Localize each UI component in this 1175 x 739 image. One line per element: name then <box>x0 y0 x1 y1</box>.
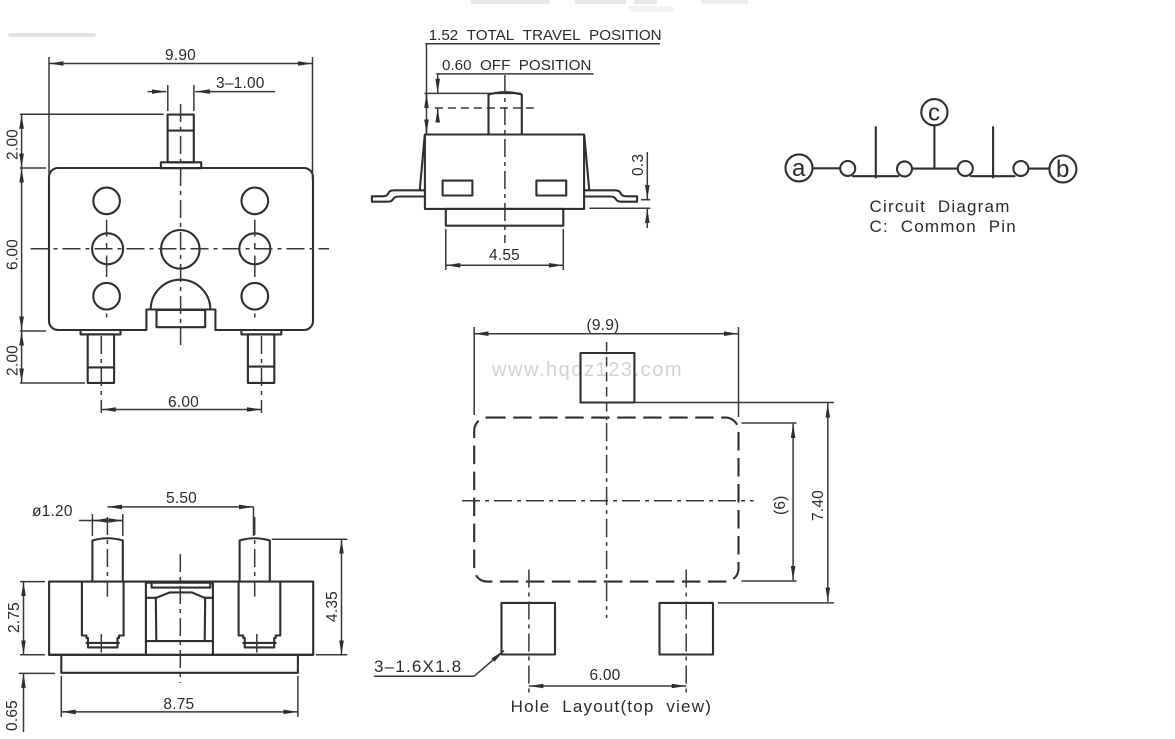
svg-text:5.50: 5.50 <box>166 490 197 507</box>
svg-text:0.60 OFF POSITION: 0.60 OFF POSITION <box>442 57 591 74</box>
svg-text:ø1.20: ø1.20 <box>32 503 73 520</box>
svg-text:C: Common Pin: C: Common Pin <box>870 217 1017 236</box>
svg-text:(6): (6) <box>772 495 789 515</box>
svg-text:Hole Layout(top view): Hole Layout(top view) <box>511 697 712 716</box>
svg-text:0.65: 0.65 <box>4 700 21 731</box>
svg-text:9.90: 9.90 <box>165 47 196 64</box>
svg-text:c: c <box>928 100 940 127</box>
svg-text:3–1.6X1.8: 3–1.6X1.8 <box>374 657 462 676</box>
svg-text:3–1.00: 3–1.00 <box>216 75 265 92</box>
svg-text:6.00: 6.00 <box>5 239 22 270</box>
svg-text:www.hqdz123.com: www.hqdz123.com <box>491 359 683 381</box>
svg-text:2.00: 2.00 <box>5 129 22 160</box>
svg-text:2.75: 2.75 <box>6 602 23 633</box>
svg-text:8.75: 8.75 <box>163 696 194 713</box>
svg-text:7.40: 7.40 <box>810 490 827 521</box>
svg-text:b: b <box>1056 156 1069 183</box>
svg-text:4.35: 4.35 <box>324 591 341 622</box>
svg-text:2.00: 2.00 <box>5 345 22 376</box>
svg-text:a: a <box>792 155 806 182</box>
svg-text:Circuit Diagram: Circuit Diagram <box>870 197 1011 216</box>
svg-text:4.55: 4.55 <box>489 247 520 264</box>
svg-text:(9.9): (9.9) <box>587 317 620 334</box>
svg-text:1.52 TOTAL TRAVEL POSITION: 1.52 TOTAL TRAVEL POSITION <box>429 27 662 44</box>
svg-text:0.3: 0.3 <box>630 154 647 176</box>
svg-text:6.00: 6.00 <box>168 394 199 411</box>
svg-text:6.00: 6.00 <box>590 667 621 684</box>
